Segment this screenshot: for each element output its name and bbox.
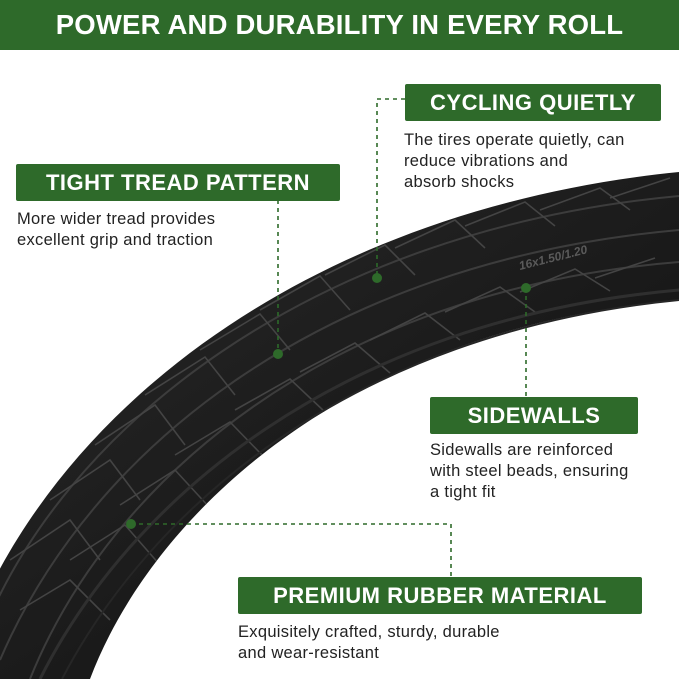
label-cycling-quietly: CYCLING QUIETLY (405, 84, 661, 121)
desc-line: and wear-resistant (238, 644, 380, 662)
callout-lines (131, 98, 527, 577)
desc-premium-rubber-material: Exquisitely crafted, sturdy, durable and… (238, 622, 500, 664)
desc-line: excellent grip and traction (17, 231, 214, 249)
banner-title: POWER AND DURABILITY IN EVERY ROLL (0, 0, 679, 50)
desc-cycling-quietly: The tires operate quietly, can reduce vi… (404, 130, 625, 193)
dot-cycling (372, 273, 382, 283)
dot-tread (273, 349, 283, 359)
desc-line: reduce vibrations and (404, 152, 569, 170)
label-sidewalls: SIDEWALLS (430, 397, 638, 434)
tread-pattern (0, 177, 679, 679)
tire-body (0, 172, 679, 679)
label-tight-tread-pattern: TIGHT TREAD PATTERN (16, 164, 340, 201)
dot-rubber (126, 519, 136, 529)
label-premium-rubber-material: PREMIUM RUBBER MATERIAL (238, 577, 642, 614)
desc-line: More wider tread provides (17, 210, 216, 228)
dot-sidewalls (521, 283, 531, 293)
leader-rubber (131, 523, 452, 577)
desc-sidewalls: Sidewalls are reinforced with steel bead… (430, 440, 629, 503)
desc-line: Exquisitely crafted, sturdy, durable (238, 623, 500, 641)
desc-line: Sidewalls are reinforced (430, 441, 614, 459)
desc-line: The tires operate quietly, can (404, 131, 625, 149)
callout-dots (126, 273, 531, 529)
desc-line: a tight fit (430, 483, 496, 501)
desc-line: absorb shocks (404, 173, 515, 191)
desc-line: with steel beads, ensuring (430, 462, 629, 480)
desc-tight-tread-pattern: More wider tread provides excellent grip… (17, 209, 215, 251)
sidewall-ridges (38, 288, 679, 679)
leader-cycling (376, 98, 405, 278)
